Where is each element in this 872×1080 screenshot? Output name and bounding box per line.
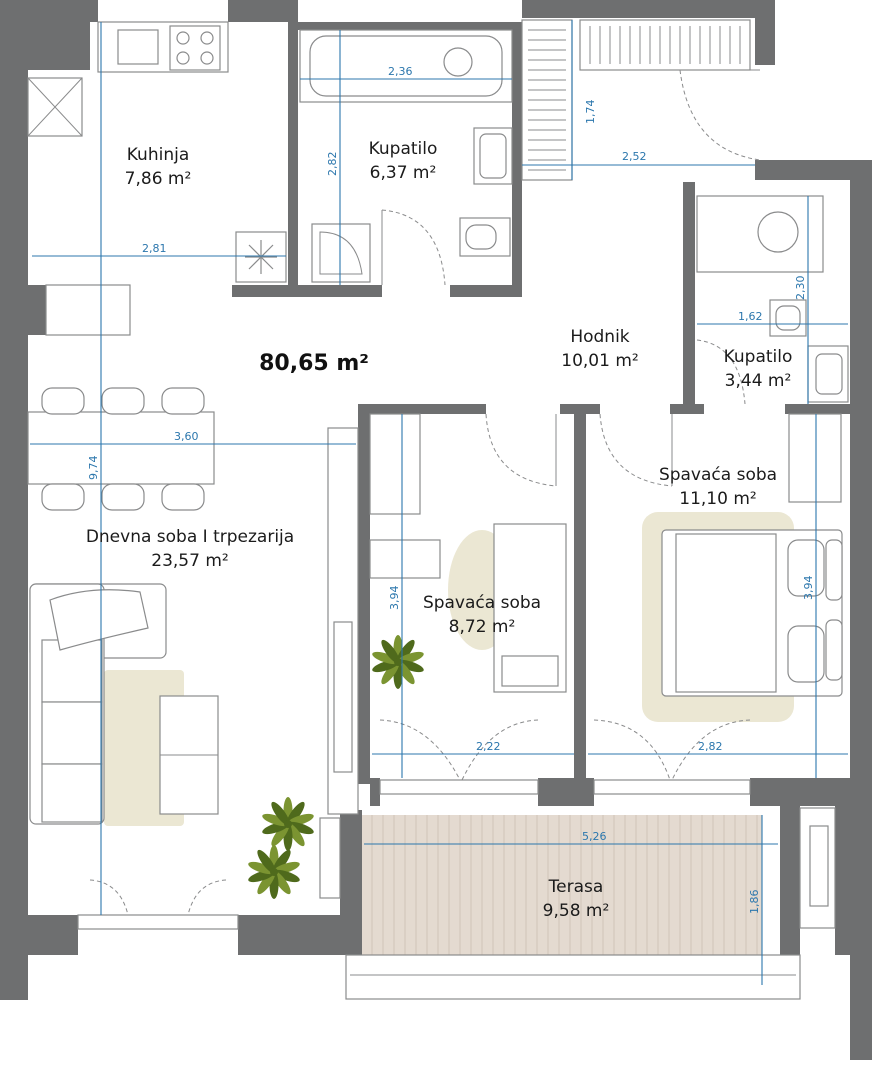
bathroom1-fixtures [299,29,513,286]
snowflake-icon [245,240,277,274]
room-labels: Kuhinja 7,86 m² Kupatilo 6,37 m² Hodnik … [86,139,793,921]
room-name-spavaca2: Spavaća soba [659,465,777,485]
room-area-terasa: 9,58 m² [543,901,610,921]
master-bedroom-furniture [599,413,843,697]
plant-icon [372,635,424,689]
dim-dnevna-w: 3,60 [174,430,199,443]
room-name-hodnik: Hodnik [570,327,629,347]
small-bedroom-furniture [369,413,567,693]
dim-dnevna-h: 9,74 [87,456,100,481]
room-name-kuhinja: Kuhinja [127,145,190,165]
room-name-kupatilo1: Kupatilo [369,139,438,159]
room-area-spavaca2: 11,10 m² [679,489,756,509]
hall-wardrobe [521,19,761,181]
dimension-labels: 2,81 2,36 2,82 1,74 2,52 2,30 1,62 3,60 … [87,65,815,914]
bathroom2-fixtures [696,195,849,405]
room-area-kuhinja: 7,86 m² [125,169,192,189]
room-area-hodnik: 10,01 m² [561,351,638,371]
coffee-table [159,695,219,815]
plant-icon [262,797,314,851]
dim-hall-h: 1,74 [584,100,597,125]
tv-unit [327,427,359,815]
dim-kuhinja-w: 2,81 [142,242,167,255]
dimension-lines [30,20,848,985]
room-area-spavaca1: 8,72 m² [449,617,516,637]
plant-icon [248,845,300,899]
room-name-terasa: Terasa [548,877,604,897]
dim-kup2-h: 2,30 [794,276,807,301]
dim-terasa-h: 1,86 [748,890,761,915]
dim-sp2-h: 3,94 [802,576,815,601]
room-area-dnevna: 23,57 m² [151,551,228,571]
windows [77,719,836,1000]
total-area: 80,65 m² [259,351,369,376]
kitchen-fixtures [27,21,287,336]
room-area-kupatilo1: 6,37 m² [370,163,437,183]
dim-sp1-h: 3,94 [388,586,401,611]
dining-set [27,387,215,511]
dim-sp2-w: 2,82 [698,740,723,753]
sofa [29,583,167,825]
room-name-spavaca1: Spavaća soba [423,593,541,613]
dim-sp1-w: 2,22 [476,740,501,753]
dim-kup1-w: 2,36 [388,65,413,78]
room-name-kupatilo2: Kupatilo [724,347,793,367]
room-area-kupatilo2: 3,44 m² [725,371,792,391]
dim-kup1-h: 2,82 [326,152,339,177]
dim-kup2-w: 1,62 [738,310,763,323]
room-name-dnevna: Dnevna soba I trpezarija [86,527,294,547]
dim-hall-w: 2,52 [622,150,647,163]
dim-terasa-w: 5,26 [582,830,607,843]
